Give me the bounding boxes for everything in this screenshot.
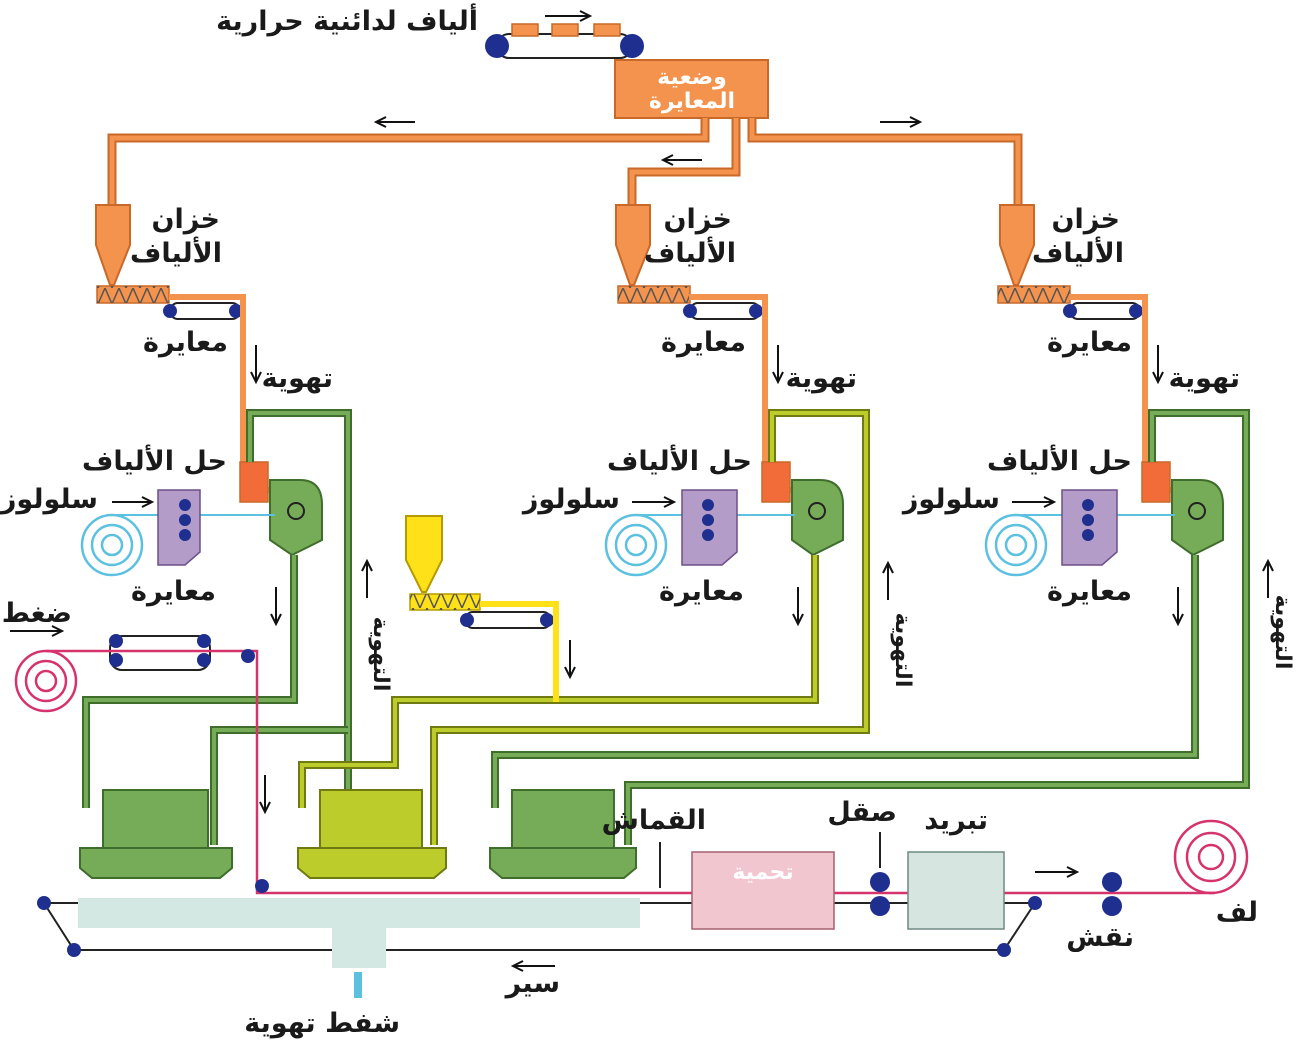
calibrator-label-1: معايرة: [143, 327, 228, 358]
calibration-station-label-1: وضعية: [657, 65, 727, 90]
aeration-label-1: تهوية: [262, 363, 333, 394]
main-conveyor-belt: [37, 896, 1042, 998]
heating-label: تحمية: [732, 860, 793, 885]
forming-head-3: [489, 847, 637, 879]
aeration-vertical-label-3: التهوية: [1270, 595, 1295, 670]
cellulose-label-1: سلولوز: [0, 484, 98, 515]
fiber-opener: [269, 479, 323, 557]
aeration-vertical-label-1: التهوية: [368, 617, 393, 692]
fiber-tank-icon: [999, 204, 1035, 286]
cellulose-label-3: سلولوز: [901, 484, 1000, 515]
heating-box: [691, 851, 835, 930]
fiber-tank-label-3b: الألياف: [1032, 236, 1124, 269]
thermoplastic-feed-conveyor: [485, 10, 644, 59]
fiber-tank-icon: [615, 204, 651, 286]
forming-head-1: [79, 847, 233, 879]
orange-distribution-ducts: [107, 118, 1023, 205]
aeration-label-3: تهوية: [1169, 363, 1240, 394]
thermoplastic-fibers-label: ألياف لدائنية حرارية: [216, 3, 478, 37]
fiber-opening-label-2: حل الألياف: [607, 444, 752, 477]
calibration-station-label-2: المعايرة: [649, 89, 735, 114]
fiber-tank-icon: [95, 204, 131, 286]
fiber-opening-label-1: حل الألياف: [82, 444, 227, 477]
cellulose-label-2: سلولوز: [521, 484, 620, 515]
fiber-opener: [791, 479, 844, 557]
calibrator-label-3: معايرة: [1047, 327, 1132, 358]
fiber-opening-label-3: حل الألياف: [987, 444, 1132, 477]
fabric-label: القماش: [602, 805, 706, 836]
calibrator-label-5: معايرة: [659, 576, 744, 607]
calibrator-label-6: معايرة: [1047, 576, 1132, 607]
fiber-tank-label-1a: خزان: [151, 204, 220, 235]
winding-roll-icon: [1173, 819, 1249, 895]
fiber-line-middle: [297, 204, 870, 879]
calibration-station-box: [614, 59, 769, 119]
embossing-label: نقش: [1066, 922, 1134, 953]
winding-label: لف: [1216, 897, 1258, 928]
yellow-binder-feed: [405, 515, 576, 702]
fiber-tank-label-3a: خزان: [1051, 204, 1120, 235]
finishing-section: [659, 819, 1249, 930]
forming-head-2: [297, 847, 447, 879]
aeration-vertical-label-2: التهوية: [890, 613, 915, 688]
fiber-line-right: [489, 204, 1250, 879]
calibrator-label-2: معايرة: [661, 327, 746, 358]
cooling-label: تبريد: [924, 805, 988, 836]
suction-outlet: [354, 972, 362, 998]
calibrator-label-4: معايرة: [131, 576, 216, 607]
cooling-box: [907, 851, 1005, 930]
aeration-label-2: تهوية: [786, 363, 857, 394]
polishing-label: صقل: [827, 797, 897, 828]
fiber-opener: [1171, 479, 1224, 557]
fiber-tank-label-2a: خزان: [663, 204, 732, 235]
fiber-tank-label-1b: الألياف: [130, 236, 222, 269]
fiber-tank-label-2b: الألياف: [644, 236, 736, 269]
duct-arrows: [373, 116, 923, 166]
fiber-line-left: [79, 204, 352, 879]
belt-label: سير: [504, 968, 560, 999]
compression-label: ضغط: [2, 598, 72, 629]
suction-aeration-label: شفط تهوية: [244, 1008, 400, 1039]
